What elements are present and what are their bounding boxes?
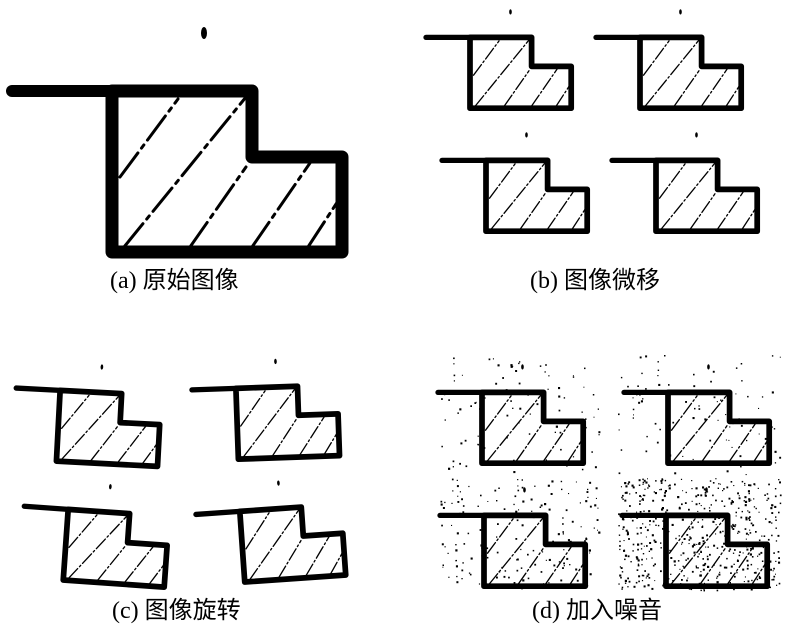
section-drawing-c1 bbox=[12, 360, 162, 466]
section-drawing-b2 bbox=[596, 9, 741, 108]
caption-image-shift: (b) 图像微移 bbox=[530, 268, 660, 294]
panel-d-noise bbox=[438, 355, 782, 592]
section-drawing-d3 bbox=[440, 487, 585, 586]
noise-speckles-light bbox=[441, 357, 601, 474]
noise-speckles-heavy bbox=[618, 478, 782, 592]
section-drawing-c4 bbox=[194, 476, 346, 585]
noise-speckles-light bbox=[618, 355, 782, 476]
caption-add-noise: (d) 加入噪音 bbox=[532, 598, 662, 624]
panel-c-rotation bbox=[12, 357, 345, 587]
panel-a-original bbox=[12, 27, 342, 252]
section-drawing-d1 bbox=[438, 364, 583, 463]
section-drawing-c2 bbox=[191, 357, 340, 461]
caption-original-image: (a) 原始图像 bbox=[110, 268, 239, 294]
noise-speckles-medium bbox=[440, 478, 601, 590]
section-drawing-b1 bbox=[426, 9, 571, 108]
section-drawing-c3 bbox=[19, 478, 171, 587]
panel-b-shift bbox=[426, 9, 757, 231]
section-drawing bbox=[12, 27, 342, 252]
caption-image-rotation: (c) 图像旋转 bbox=[112, 598, 241, 624]
section-drawing-d2 bbox=[624, 364, 769, 463]
section-drawing-b4 bbox=[612, 132, 757, 231]
section-drawing-b3 bbox=[442, 132, 587, 231]
